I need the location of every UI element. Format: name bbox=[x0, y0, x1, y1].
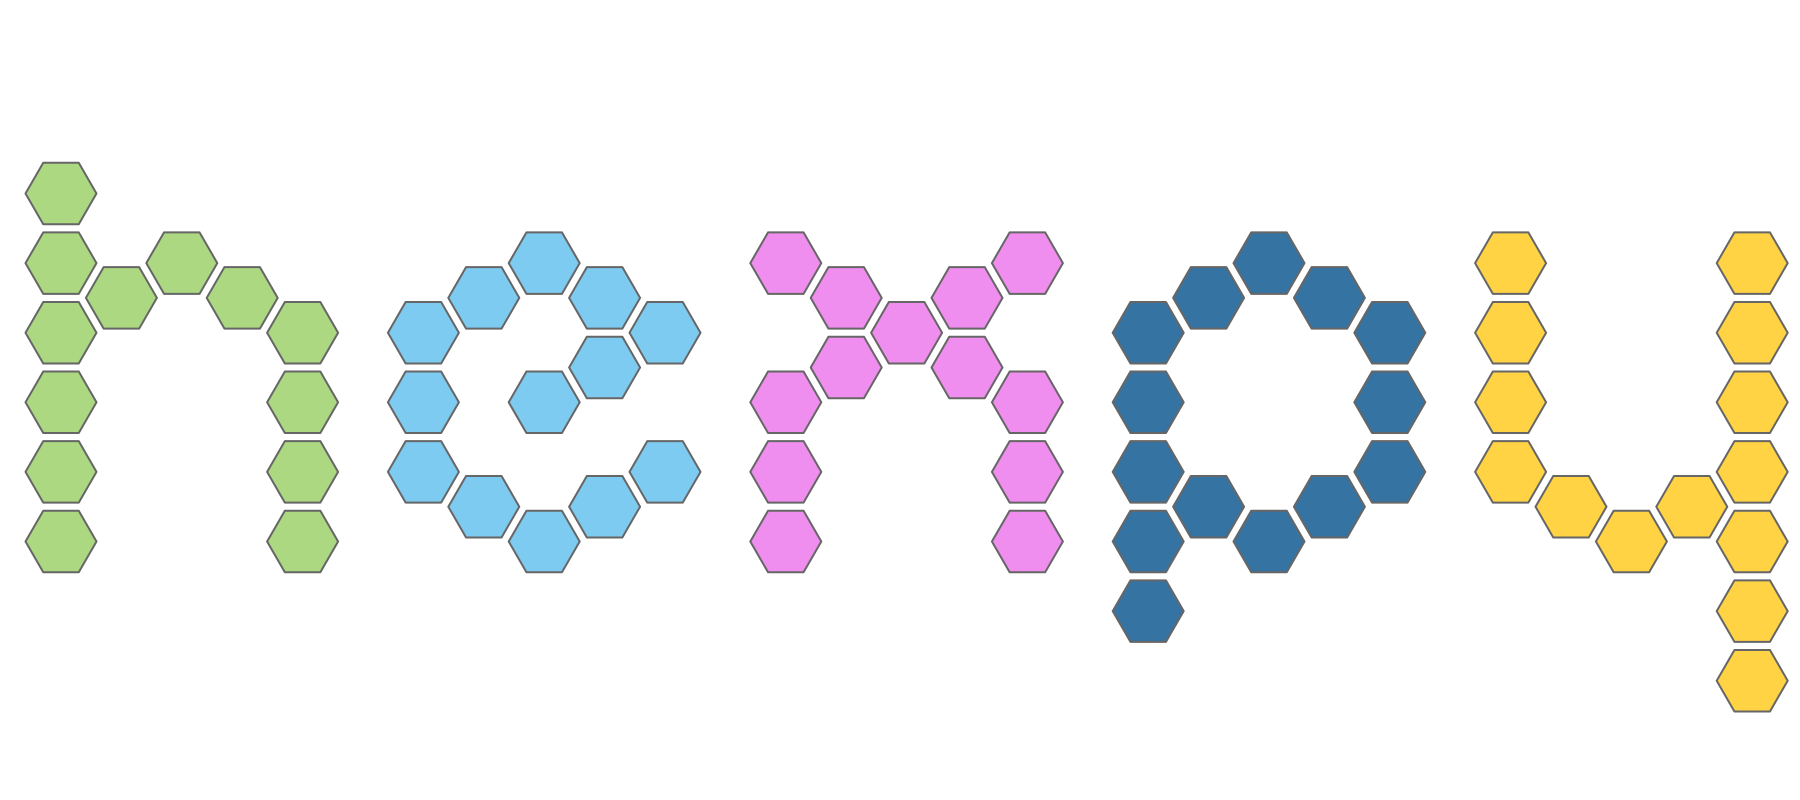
hex-cell-x-9 bbox=[749, 440, 823, 504]
hex-cell-h-8 bbox=[205, 266, 279, 330]
hex-cell-e-6 bbox=[507, 370, 581, 435]
hex-cell-p-2 bbox=[1232, 231, 1306, 295]
hex-cell-y-9 bbox=[1715, 370, 1789, 435]
hex-cell-x-11 bbox=[749, 509, 823, 574]
hex-cell-y-11 bbox=[1715, 509, 1789, 574]
hex-cell-h-4 bbox=[24, 440, 98, 504]
letter-h bbox=[24, 161, 340, 574]
hex-cell-h-1 bbox=[24, 231, 98, 295]
hex-cell-x-12 bbox=[990, 509, 1064, 574]
hex-cell-y-1 bbox=[1474, 300, 1548, 365]
hex-cell-h-11 bbox=[266, 440, 340, 504]
letter-y bbox=[1474, 231, 1789, 713]
hex-cell-p-11 bbox=[1292, 474, 1366, 539]
hex-cell-p-10 bbox=[1232, 509, 1306, 574]
hex-cell-x-3 bbox=[930, 266, 1004, 330]
hex-cell-h-3 bbox=[24, 370, 98, 435]
hex-cell-y-2 bbox=[1474, 370, 1548, 435]
hex-cell-x-6 bbox=[930, 335, 1004, 400]
hex-cell-p-13 bbox=[1111, 579, 1185, 643]
hex-cell-e-8 bbox=[386, 440, 460, 504]
hex-cell-e-3 bbox=[568, 266, 642, 330]
hex-cell-y-13 bbox=[1715, 648, 1789, 713]
letter-x bbox=[749, 231, 1064, 574]
hex-cell-e-10 bbox=[507, 509, 581, 574]
hex-cell-x-0 bbox=[749, 231, 823, 295]
hex-cell-p-7 bbox=[1111, 440, 1185, 504]
hex-cell-x-5 bbox=[809, 335, 883, 400]
hex-cell-x-4 bbox=[990, 231, 1064, 295]
hex-cell-p-12 bbox=[1111, 509, 1185, 574]
hex-cell-p-4 bbox=[1353, 300, 1427, 365]
hex-cell-x-1 bbox=[809, 266, 883, 330]
hex-cell-h-9 bbox=[266, 300, 340, 365]
hex-cell-y-0 bbox=[1474, 231, 1548, 295]
hex-cell-p-8 bbox=[1353, 440, 1427, 504]
hex-cell-h-2 bbox=[24, 300, 98, 365]
hex-cell-h-6 bbox=[84, 266, 158, 330]
hex-cell-e-9 bbox=[447, 474, 521, 539]
hex-cell-y-12 bbox=[1715, 579, 1789, 643]
hex-cell-e-5 bbox=[568, 335, 642, 400]
hex-cell-y-7 bbox=[1715, 231, 1789, 295]
hex-cell-p-1 bbox=[1172, 266, 1246, 330]
hex-cell-x-8 bbox=[990, 370, 1064, 435]
hex-cell-y-10 bbox=[1715, 440, 1789, 504]
hex-cell-e-2 bbox=[507, 231, 581, 295]
hex-cell-p-3 bbox=[1292, 266, 1366, 330]
hex-cell-h-10 bbox=[266, 370, 340, 435]
hex-cell-x-10 bbox=[990, 440, 1064, 504]
hex-cell-y-6 bbox=[1655, 474, 1729, 539]
hex-cell-y-3 bbox=[1474, 440, 1548, 504]
hex-cell-x-7 bbox=[749, 370, 823, 435]
logo-letters bbox=[24, 161, 1789, 713]
hex-cell-p-0 bbox=[1111, 300, 1185, 365]
hex-cell-x-2 bbox=[870, 300, 944, 365]
hex-cell-p-9 bbox=[1172, 474, 1246, 539]
hex-cell-e-1 bbox=[447, 266, 521, 330]
hex-cell-e-4 bbox=[628, 300, 702, 365]
hex-cell-e-0 bbox=[386, 300, 460, 365]
hex-cell-e-7 bbox=[386, 370, 460, 435]
hex-cell-e-11 bbox=[568, 474, 642, 539]
letter-e bbox=[386, 231, 702, 574]
hex-cell-p-6 bbox=[1353, 370, 1427, 435]
hex-cell-h-12 bbox=[266, 509, 340, 574]
hex-cell-y-8 bbox=[1715, 300, 1789, 365]
hex-cell-h-7 bbox=[145, 231, 219, 295]
hex-cell-y-5 bbox=[1594, 509, 1668, 574]
hex-cell-e-12 bbox=[628, 440, 702, 504]
hex-cell-p-5 bbox=[1111, 370, 1185, 435]
letter-p bbox=[1111, 231, 1427, 643]
hex-cell-h-0 bbox=[24, 161, 98, 226]
hex-cell-h-5 bbox=[24, 509, 98, 574]
hex-cell-y-4 bbox=[1534, 474, 1608, 539]
